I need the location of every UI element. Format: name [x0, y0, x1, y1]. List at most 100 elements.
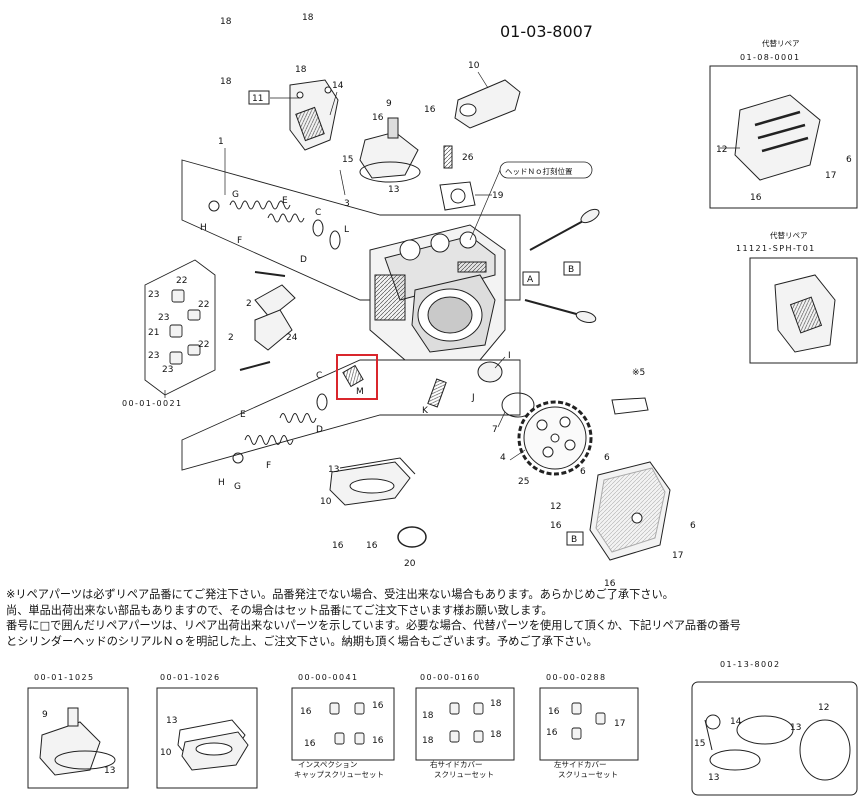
- label-13: 13: [790, 723, 801, 733]
- label-16: 16: [424, 105, 436, 115]
- label-e: E: [240, 410, 246, 420]
- kit-screws: [329, 702, 606, 745]
- label-16: 16: [604, 579, 616, 589]
- top-cover: [454, 79, 521, 129]
- note-line-4: とシリンダーヘッドのシリアルＮｏを明記した上、ご注文下さい。納期も頂く場合もござ…: [6, 634, 598, 648]
- label-24: 24: [286, 333, 298, 343]
- label-13: 13: [708, 773, 719, 783]
- right-side-cover: [589, 461, 671, 561]
- callout-box-a: [522, 271, 540, 286]
- repair-cover-1: [734, 94, 821, 181]
- label-16: 16: [304, 739, 316, 749]
- label-20: 20: [404, 559, 416, 569]
- label-rocker-kit: 00-01-0021: [122, 399, 183, 408]
- part-m: [342, 364, 364, 388]
- label-16: 16: [366, 541, 378, 551]
- label-11: 11: [252, 94, 263, 104]
- kit-8002-parts: [704, 714, 851, 781]
- kit-code-0288: 00-00-0288: [546, 673, 607, 682]
- label-b: B: [571, 535, 577, 545]
- label-g: G: [234, 482, 241, 492]
- diagram-title: 01-03-8007: [500, 22, 593, 41]
- kit-box-0160: [415, 687, 515, 761]
- note-line-1: ※リペアパーツは必ずリペア品番にてご発注下さい。品番発注でない場合、受注出来ない…: [6, 588, 674, 601]
- notes-block: ※リペアパーツは必ずリペア品番にてご発注下さい。品番発注でない場合、受注出来ない…: [6, 587, 862, 649]
- kit-code-1026: 00-01-1026: [160, 673, 221, 682]
- valve-b: [529, 208, 600, 251]
- kit-code-0160: 00-00-0160: [420, 673, 481, 682]
- kit-caption-0041-1: インスペクション: [298, 760, 357, 769]
- label-16: 16: [750, 193, 762, 203]
- label-22: 22: [198, 300, 209, 310]
- label-9: 9: [42, 710, 48, 720]
- label-2: 2: [246, 299, 252, 309]
- label-16: 16: [548, 707, 560, 717]
- label-17: 17: [672, 551, 683, 561]
- label-21: 21: [148, 328, 159, 338]
- label-16: 16: [300, 707, 312, 717]
- label-18: 18: [422, 711, 434, 721]
- label-13: 13: [166, 716, 177, 726]
- label-16: 16: [332, 541, 344, 551]
- label-16: 16: [372, 701, 384, 711]
- side-cover-left: [289, 79, 339, 151]
- label-6: 6: [580, 467, 586, 477]
- rocker-kit-outline: [144, 259, 216, 396]
- label-18: 18: [302, 13, 314, 23]
- part-i: [477, 361, 503, 383]
- kit-caption-0288-2: スクリューセット: [558, 770, 618, 779]
- label-6: 6: [604, 453, 610, 463]
- label-13: 13: [388, 185, 399, 195]
- kit-code-8002: 01-13-8002: [720, 660, 781, 669]
- label-16: 16: [546, 728, 558, 738]
- kit-caption-0288-1: 左サイドカバー: [554, 759, 607, 769]
- alt-repair-code-2: 11121-SPH-T01: [736, 244, 816, 253]
- label-10: 10: [320, 497, 332, 507]
- label-e: E: [282, 196, 288, 206]
- callout-box-11: [248, 90, 270, 105]
- inspection-cap: [359, 117, 421, 183]
- label-15: 15: [694, 739, 705, 749]
- note-line-3: 番号に□で囲んだリペアパーツは、リペア出荷出来ないパーツを示しています。必要な場…: [6, 619, 741, 633]
- kit-box-0041: [291, 687, 395, 761]
- gasket-19: [439, 181, 476, 211]
- assembly-outline-lower: [181, 359, 521, 471]
- label-3: 3: [344, 199, 350, 209]
- label-17: 17: [614, 719, 625, 729]
- label-12: 12: [550, 502, 561, 512]
- valve-a: [524, 299, 597, 323]
- label-h: H: [218, 478, 225, 488]
- label-m: M: [356, 387, 364, 397]
- cylinder-head: [369, 224, 506, 361]
- label-c: C: [315, 208, 321, 218]
- label-c: C: [316, 371, 322, 381]
- label-1: 1: [218, 137, 224, 147]
- label-18: 18: [220, 17, 232, 27]
- head-number-note-box: [499, 161, 593, 179]
- kit-code-0041: 00-00-0041: [298, 673, 359, 682]
- label-18: 18: [490, 730, 502, 740]
- label-b: B: [568, 265, 574, 275]
- kit-code-1025: 00-01-1025: [34, 673, 95, 682]
- alt-repair-label-1: 代替リペア: [762, 38, 800, 48]
- label-18: 18: [220, 77, 232, 87]
- label-23: 23: [158, 313, 169, 323]
- rocker-kit-parts: [169, 289, 201, 365]
- label-26: 26: [462, 153, 474, 163]
- kit-box-8002: [691, 681, 858, 796]
- label-j: J: [471, 393, 475, 403]
- alt-repair-label-2: 代替リペア: [770, 230, 808, 240]
- spring-upper: [208, 200, 341, 250]
- label-23: 23: [148, 351, 159, 361]
- label-14: 14: [730, 717, 742, 727]
- label-16: 16: [372, 736, 384, 746]
- label-5: ※5: [632, 368, 645, 378]
- label-i: I: [508, 351, 511, 361]
- label-g: G: [232, 190, 239, 200]
- label-f: F: [237, 236, 242, 246]
- kit-caption-0041-2: キャップスクリューセット: [294, 770, 384, 779]
- label-7: 7: [492, 425, 498, 435]
- gasket-5: [611, 397, 649, 415]
- label-2: 2: [228, 333, 234, 343]
